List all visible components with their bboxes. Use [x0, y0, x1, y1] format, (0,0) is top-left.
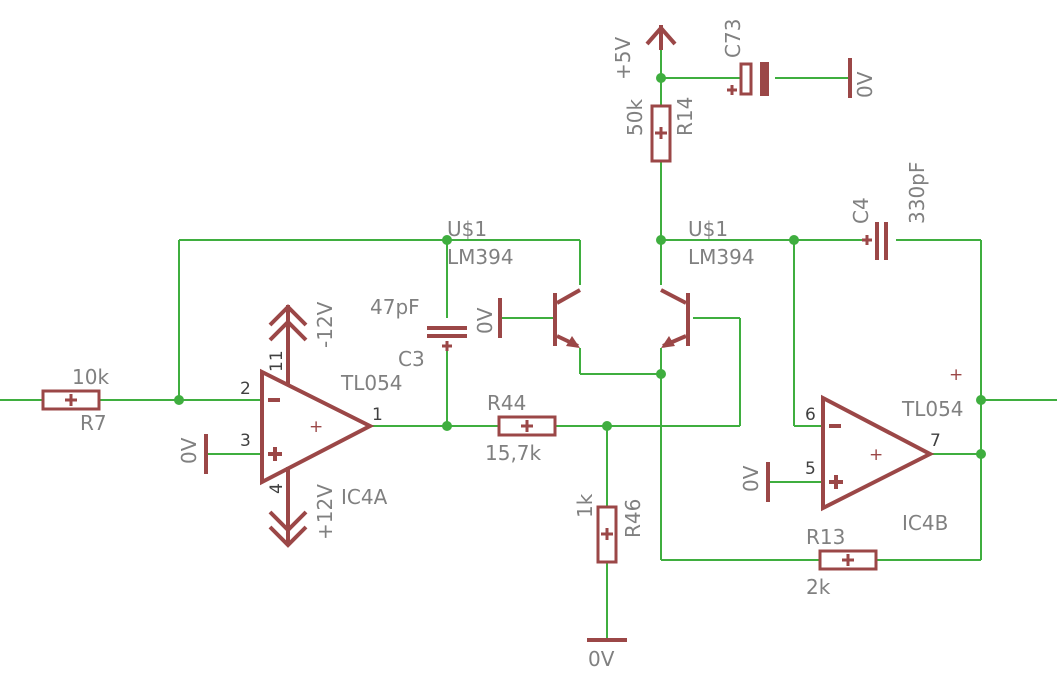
ic4b-pin-out: 7	[930, 431, 941, 451]
cap-plate-negative	[760, 62, 769, 96]
ground-r46: 0V	[587, 638, 627, 671]
ic4b-pin-noninv: 5	[805, 459, 816, 479]
cap-plate-positive	[739, 62, 753, 96]
junction	[656, 369, 666, 379]
c3-name: C3	[398, 347, 425, 371]
r14-value: 50k	[623, 99, 647, 136]
ic4a-value: TL054	[340, 371, 403, 395]
r44-name: R44	[487, 391, 526, 415]
ic4a-plus-mark: +	[309, 417, 323, 437]
resistor-r14: 50k R14	[623, 97, 697, 163]
ground-label: 0V	[853, 71, 877, 98]
ic4b-value: TL054	[901, 397, 964, 421]
r13-value: 2k	[806, 575, 831, 599]
transistor-q2: U$1 LM394	[660, 217, 755, 348]
q2-value: LM394	[688, 245, 755, 269]
resistor-body	[41, 389, 101, 411]
opamp-body	[260, 368, 375, 486]
r13-name: R13	[806, 525, 845, 549]
ic4a-name: IC4A	[341, 485, 388, 509]
ic4a-pin-vneg: 11	[267, 350, 287, 372]
junction	[656, 73, 666, 83]
emitter-arrow	[566, 336, 580, 348]
resistor-body	[650, 104, 672, 163]
opamp-ic4b: + 6 5 7 + TL054 IC4B	[805, 365, 964, 535]
junction	[976, 449, 986, 459]
ic4b-supply-plus-mark: +	[949, 365, 963, 385]
ic4a-pin-vpos: 4	[267, 483, 287, 494]
r7-value: 10k	[72, 365, 109, 389]
r46-value: 1k	[573, 493, 597, 518]
c4-name: C4	[849, 197, 873, 224]
supply-5v: +5V	[611, 24, 677, 80]
ic4a-vpos-label: +12V	[313, 484, 337, 540]
r46-name: R46	[621, 499, 645, 538]
wires	[0, 50, 1057, 638]
ground-label: 0V	[739, 465, 763, 492]
r7-name: R7	[80, 411, 107, 435]
ground-label: 0V	[588, 647, 615, 671]
c4-value: 330pF	[905, 162, 929, 224]
transistor-q1: U$1 LM394	[447, 217, 581, 348]
r44-value: 15,7k	[485, 441, 542, 465]
ic4a-pin-inv: 2	[240, 379, 251, 399]
junction	[656, 235, 666, 245]
ground-ic4b: 0V	[739, 462, 770, 502]
resistor-r13: R13 2k	[806, 525, 878, 599]
emitter-arrow	[661, 336, 675, 348]
junction	[602, 421, 612, 431]
ground-q1: 0V	[473, 298, 502, 338]
capacitor-c3: 47pF C3	[370, 295, 467, 371]
resistor-body	[497, 415, 557, 437]
resistor-body	[818, 549, 878, 571]
ground-label: 0V	[473, 307, 497, 334]
capacitor-c4: C4 330pF	[849, 162, 929, 260]
capacitor-c73: C73	[721, 19, 769, 96]
q1-name: U$1	[447, 217, 487, 241]
q2-name: U$1	[688, 217, 728, 241]
ic4a-pin-noninv: 3	[240, 431, 251, 451]
resistor-r44: R44 15,7k	[485, 391, 557, 465]
junction	[789, 235, 799, 245]
opamp-body	[821, 394, 935, 512]
supply-5v-label: +5V	[611, 37, 635, 80]
q1-value: LM394	[447, 245, 514, 269]
junction	[976, 395, 986, 405]
resistor-body	[596, 505, 618, 564]
ground-ic4a: 0V	[177, 434, 208, 474]
c3-value: 47pF	[370, 295, 420, 319]
ground-label: 0V	[177, 437, 201, 464]
ic4a-vneg-label: -12V	[313, 301, 337, 348]
ic4b-pin-inv: 6	[805, 405, 816, 425]
c73-name: C73	[721, 19, 745, 58]
resistor-r46: 1k R46	[573, 493, 645, 564]
ic4b-plus-mark: +	[869, 445, 883, 465]
junction	[174, 395, 184, 405]
junction	[442, 421, 452, 431]
ic4b-name: IC4B	[902, 511, 948, 535]
r14-name: R14	[673, 97, 697, 136]
opamp-ic4a: + 2 3 1 11 4 -12V +12V TL054 IC4A	[240, 301, 403, 548]
ground-c73: 0V	[848, 58, 877, 98]
resistor-r7: 10k R7	[41, 365, 109, 435]
ic4a-pin-out: 1	[372, 405, 383, 425]
junctions	[174, 73, 986, 459]
junction	[442, 235, 452, 245]
